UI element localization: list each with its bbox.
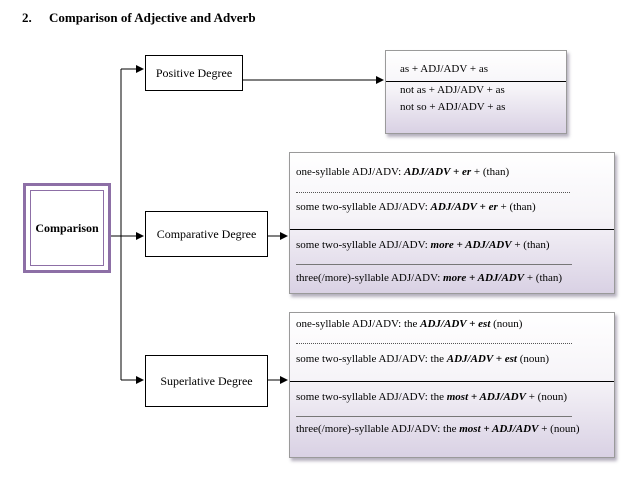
comparative-rule-3: some two-syllable ADJ/ADV: more + ADJ/AD…	[296, 239, 550, 251]
superlative-rule-4-suffix: + (noun)	[538, 423, 580, 435]
superlative-rule-1-form: ADJ/ADV + est	[420, 318, 491, 330]
comparative-main-separator	[290, 229, 614, 230]
superlative-rule-2-prefix: some two-syllable ADJ/ADV: the	[296, 353, 447, 365]
comparison-label: Comparison	[30, 190, 104, 266]
comparative-rule-3-suffix: + (than)	[511, 239, 550, 251]
superlative-rule-3-suffix: + (noun)	[525, 391, 567, 403]
comparative-rule-2-prefix: some two-syllable ADJ/ADV:	[296, 201, 431, 213]
comparative-rule-2-suffix: + (than)	[497, 201, 536, 213]
superlative-rule-1-suffix: (noun)	[490, 318, 523, 330]
comparative-rule-3-prefix: some two-syllable ADJ/ADV:	[296, 239, 431, 251]
comparative-rule-2-form: ADJ/ADV + er	[430, 201, 498, 213]
comparative-rule-3-form: more + ADJ/ADV	[430, 239, 512, 251]
comparative-rule-4-prefix: three(/more)-syllable ADJ/ADV:	[296, 272, 444, 284]
comparative-dotted-separator	[296, 192, 570, 193]
superlative-main-separator	[290, 381, 614, 382]
superlative-panel: one-syllable ADJ/ADV: the ADJ/ADV + est …	[289, 312, 615, 458]
positive-rule-1: as + ADJ/ADV + as	[400, 63, 488, 75]
section-title: Comparison of Adjective and Adverb	[49, 10, 256, 25]
comparative-rule-1-form: ADJ/ADV + er	[403, 166, 472, 178]
superlative-rule-2-form: ADJ/ADV + est	[446, 353, 517, 365]
superlative-rule-4-form: most + ADJ/ADV	[459, 423, 539, 435]
comparative-degree-box: Comparative Degree	[145, 211, 268, 257]
superlative-rule-4-prefix: three(/more)-syllable ADJ/ADV: the	[296, 423, 460, 435]
superlative-rule-1-prefix: one-syllable ADJ/ADV: the	[296, 318, 421, 330]
positive-rule-3: not so + ADJ/ADV + as	[400, 101, 506, 113]
superlative-thin-separator	[296, 416, 572, 417]
comparative-rule-1: one-syllable ADJ/ADV: ADJ/ADV + er + (th…	[296, 166, 509, 178]
section-number: 2.	[22, 10, 32, 25]
positive-degree-box: Positive Degree	[145, 55, 243, 91]
comparative-rule-2: some two-syllable ADJ/ADV: ADJ/ADV + er …	[296, 201, 536, 213]
superlative-rule-3-form: most + ADJ/ADV	[446, 391, 526, 403]
comparative-rule-1-suffix: + (than)	[471, 166, 510, 178]
superlative-rule-3: some two-syllable ADJ/ADV: the most + AD…	[296, 391, 567, 403]
section-heading: 2. Comparison of Adjective and Adverb	[22, 10, 256, 26]
superlative-dotted-separator	[296, 343, 572, 344]
superlative-rule-3-prefix: some two-syllable ADJ/ADV: the	[296, 391, 447, 403]
comparative-rule-4-form: more + ADJ/ADV	[443, 272, 525, 284]
comparative-rule-4-suffix: + (than)	[524, 272, 563, 284]
superlative-rule-2: some two-syllable ADJ/ADV: the ADJ/ADV +…	[296, 353, 549, 365]
comparative-panel: one-syllable ADJ/ADV: ADJ/ADV + er + (th…	[289, 152, 615, 294]
superlative-degree-box: Superlative Degree	[145, 355, 268, 407]
positive-degree-label: Positive Degree	[155, 65, 233, 80]
comparative-rule-4: three(/more)-syllable ADJ/ADV: more + AD…	[296, 272, 562, 284]
comparative-degree-label: Comparative Degree	[156, 226, 257, 241]
superlative-rule-2-suffix: (noun)	[516, 353, 550, 365]
positive-rule-2: not as + ADJ/ADV + as	[400, 84, 505, 96]
superlative-degree-label: Superlative Degree	[160, 373, 253, 388]
comparison-root-box: Comparison	[23, 183, 111, 273]
positive-separator	[386, 81, 566, 82]
superlative-rule-1: one-syllable ADJ/ADV: the ADJ/ADV + est …	[296, 318, 522, 330]
comparative-rule-1-prefix: one-syllable ADJ/ADV:	[296, 166, 404, 178]
superlative-rule-4: three(/more)-syllable ADJ/ADV: the most …	[296, 423, 579, 435]
comparative-thin-separator	[296, 264, 572, 265]
positive-panel: as + ADJ/ADV + as not as + ADJ/ADV + as …	[385, 50, 567, 134]
